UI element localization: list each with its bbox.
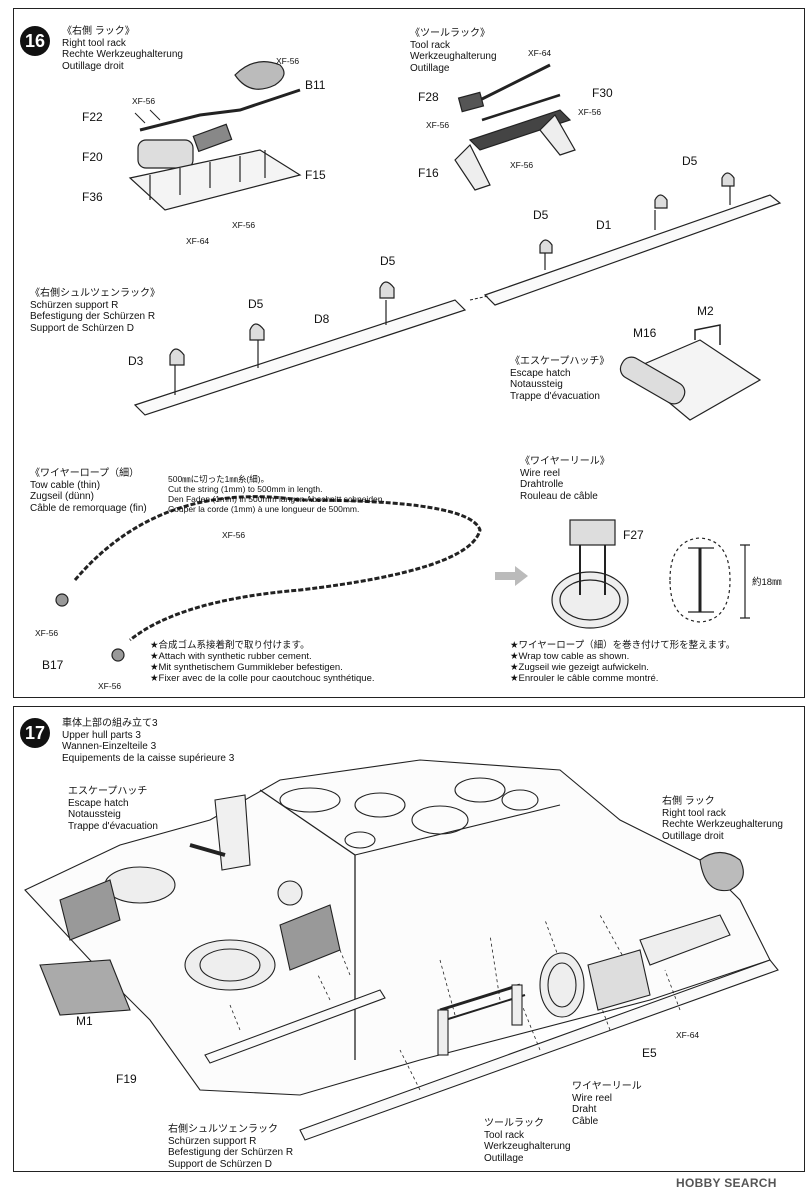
attach-cement-note: ★合成ゴム系接着剤で取り付けます。 ★Attach with synthetic… xyxy=(150,640,375,684)
part-f28: F28 xyxy=(418,90,439,104)
wrap-cable-note: ★ワイヤーロープ（細）を巻き付けて形を整えます。 ★Wrap tow cable… xyxy=(510,640,736,684)
wire-reel-caption-17: ワイヤーリール Wire reel Draht Câble xyxy=(572,1081,642,1127)
part-f19: F19 xyxy=(116,1072,137,1086)
paint-label: XF-56 xyxy=(578,107,602,117)
paint-label: XF-56 xyxy=(426,120,450,130)
wire-reel-caption: 《ワイヤーリール》 Wire reel Drahtrolle Rouleau d… xyxy=(520,456,610,502)
part-m1: M1 xyxy=(76,1014,93,1028)
cut-string-note: 500㎜に切った1㎜糸(細)。 Cut the string (1mm) to … xyxy=(168,474,385,514)
dimension-label: 約18㎜ xyxy=(752,577,782,588)
part-f30: F30 xyxy=(592,86,613,100)
part-d5-b: D5 xyxy=(533,208,549,222)
schurzen-rack-caption-17: 右側シュルツェンラック Schürzen support R Befestigu… xyxy=(168,1124,294,1170)
tow-cable-caption: 《ワイヤーロープ（細） Tow cable (thin) Zugseil (dü… xyxy=(30,468,147,514)
part-d5-d: D5 xyxy=(248,297,264,311)
step16-number: 16 xyxy=(20,26,50,56)
tool-rack-caption: 《ツールラック》 Tool rack Werkzeughalterung Out… xyxy=(410,28,497,74)
paint-label: XF-56 xyxy=(98,681,122,691)
step16-drawing xyxy=(55,61,782,662)
paint-label: XF-56 xyxy=(222,530,246,540)
part-b17: B17 xyxy=(42,658,64,672)
part-d3: D3 xyxy=(128,354,144,368)
paint-label: XF-56 xyxy=(132,96,156,106)
escape-hatch-caption: 《エスケープハッチ》 Escape hatch Notaussteig Trap… xyxy=(510,356,610,402)
part-f22: F22 xyxy=(82,110,103,124)
paint-label: XF-56 xyxy=(276,56,300,66)
part-f15: F15 xyxy=(305,168,326,182)
paint-label: XF-56 xyxy=(35,628,59,638)
paint-label: XF-64 xyxy=(676,1030,700,1040)
tool-rack-caption-17: ツールラック Tool rack Werkzeughalterung Outil… xyxy=(484,1118,571,1164)
paint-label: XF-56 xyxy=(232,220,256,230)
part-f27: F27 xyxy=(623,528,644,542)
part-e5: E5 xyxy=(642,1046,657,1060)
part-m2: M2 xyxy=(697,304,714,318)
step16-panel xyxy=(13,8,805,698)
part-m16: M16 xyxy=(633,326,657,340)
paint-label: XF-64 xyxy=(528,48,552,58)
part-b11: B11 xyxy=(305,78,326,92)
part-d5-c: D5 xyxy=(380,254,396,268)
part-f16: F16 xyxy=(418,166,439,180)
schurzen-rack-caption: 《右側シュルツェンラック》 Schürzen support R Befesti… xyxy=(30,288,160,334)
part-d1: D1 xyxy=(596,218,612,232)
part-f20: F20 xyxy=(82,150,103,164)
right-tool-rack-caption: 《右側 ラック》 Right tool rack Rechte Werkzeug… xyxy=(62,26,183,72)
part-f36: F36 xyxy=(82,190,103,204)
right-tool-rack-caption-17: 右側 ラック Right tool rack Rechte Werkzeugha… xyxy=(662,796,783,842)
step17-number: 17 xyxy=(20,718,50,748)
paint-label: XF-56 xyxy=(510,160,534,170)
escape-hatch-caption-17: エスケープハッチ Escape hatch Notaussteig Trappe… xyxy=(68,786,158,832)
step17-title: 車体上部の組み立て3 Upper hull parts 3 Wannen-Ein… xyxy=(62,718,235,764)
part-d5-a: D5 xyxy=(682,154,698,168)
step17-panel xyxy=(13,706,805,1172)
watermark: HOBBY SEARCH xyxy=(676,1176,777,1190)
paint-label: XF-64 xyxy=(186,236,210,246)
part-d8: D8 xyxy=(314,312,330,326)
